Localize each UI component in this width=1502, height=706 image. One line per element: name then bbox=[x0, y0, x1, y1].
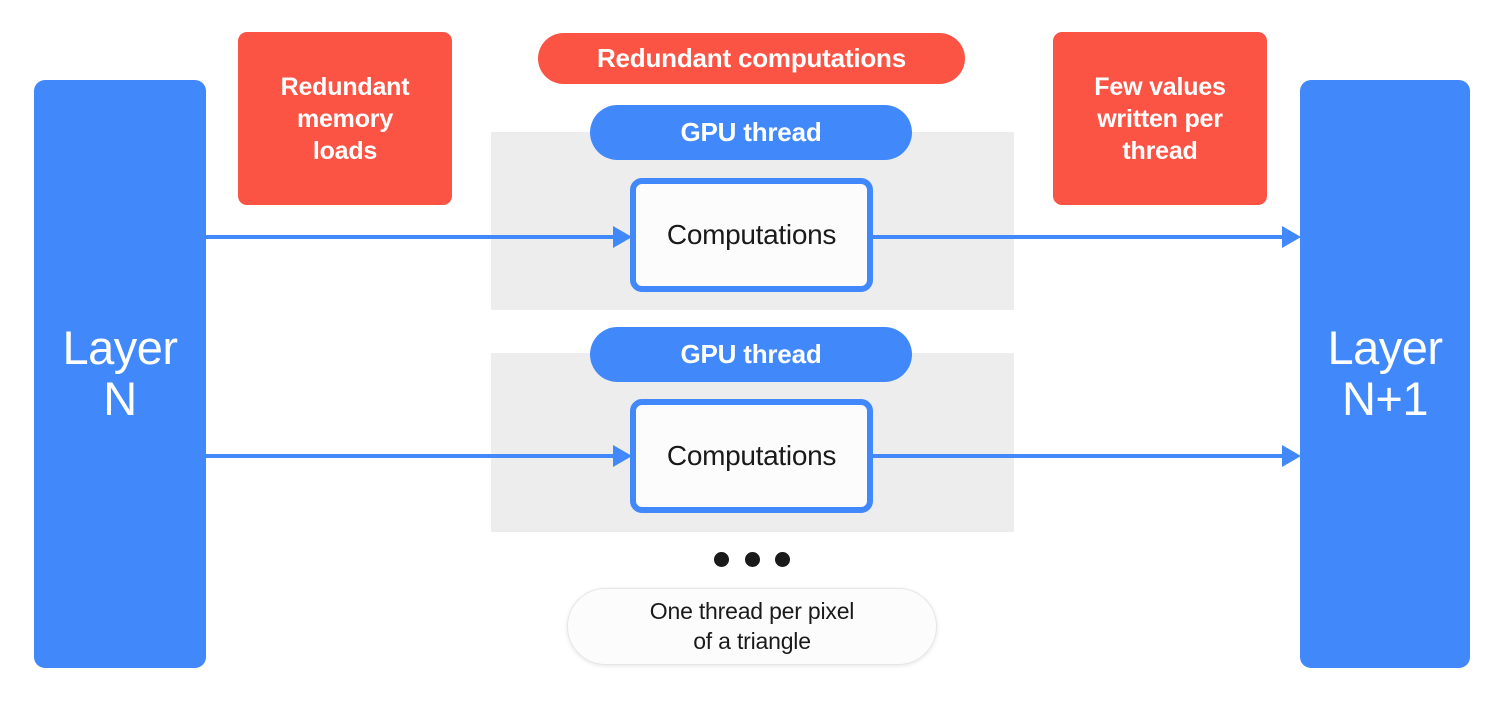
caption-one-thread-per-pixel: One thread per pixel of a triangle bbox=[567, 588, 937, 665]
connector-thread-1-to-layer-n1 bbox=[873, 235, 1284, 239]
gpu-thread-label-2: GPU thread bbox=[590, 327, 912, 382]
callout-few-values-written-per-thread: Few values written per thread bbox=[1053, 32, 1267, 205]
layer-n-block: Layer N bbox=[34, 80, 206, 668]
callout-redundant-computations: Redundant computations bbox=[538, 33, 965, 84]
arrow-head-icon-out-2 bbox=[1282, 445, 1301, 467]
arrow-head-icon-in-2 bbox=[613, 445, 632, 467]
ellipsis-dot bbox=[775, 551, 790, 567]
connector-layer-n-to-thread-1 bbox=[206, 235, 616, 239]
layer-n-plus-1-block: Layer N+1 bbox=[1300, 80, 1470, 668]
gpu-thread-label-1: GPU thread bbox=[590, 105, 912, 160]
computations-box-1: Computations bbox=[630, 178, 873, 292]
computations-box-2: Computations bbox=[630, 399, 873, 513]
arrow-head-icon-out-1 bbox=[1282, 226, 1301, 248]
callout-redundant-memory-loads: Redundant memory loads bbox=[238, 32, 452, 205]
connector-layer-n-to-thread-2 bbox=[206, 454, 616, 458]
connector-thread-2-to-layer-n1 bbox=[873, 454, 1284, 458]
ellipsis-dots-icon bbox=[714, 549, 790, 569]
ellipsis-dot bbox=[714, 551, 729, 567]
arrow-head-icon-in-1 bbox=[613, 226, 632, 248]
ellipsis-dot bbox=[744, 551, 760, 567]
